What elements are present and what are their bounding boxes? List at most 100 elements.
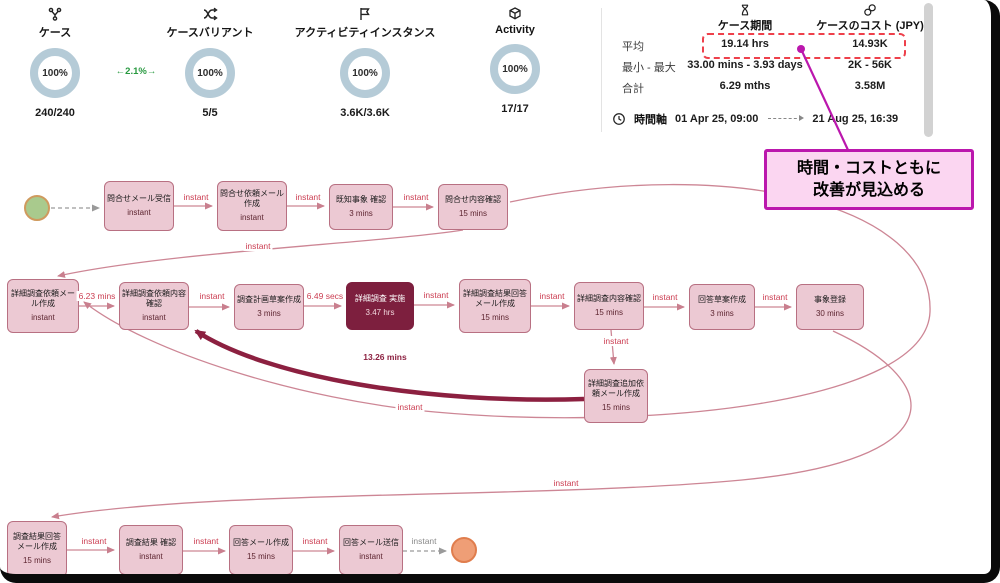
node-title: 回答草案作成	[698, 295, 746, 305]
minmax-cost: 2K - 56K	[847, 59, 893, 71]
edge-duration-label: instant	[181, 192, 211, 202]
cases-donut[interactable]: 100%	[30, 48, 80, 98]
row-label-minmax: 最小 - 最大	[622, 62, 676, 74]
node-title: 問合せ内容確認	[445, 195, 501, 205]
node-title: 既知事象 確認	[335, 195, 387, 205]
highlight-dashed-box	[702, 33, 906, 59]
node-title: 回答メール送信	[343, 538, 399, 548]
node-duration: 15 mins	[601, 402, 630, 412]
minmax-duration: 33.00 mins - 3.93 days	[687, 59, 803, 71]
node-title: 調査結果回答メール作成	[13, 531, 61, 552]
activity-instances-donut[interactable]: 100%	[340, 48, 390, 98]
node-duration: 15 mins	[246, 551, 275, 561]
donut-percent: 100%	[502, 63, 528, 75]
edge-duration-label: instant	[243, 241, 273, 251]
left-arrow-icon: ←	[115, 66, 126, 77]
node-title: 事象登録	[814, 295, 846, 305]
annotation-line1: 時間・コストともに	[796, 159, 941, 177]
edge-duration-label: instant	[401, 192, 431, 202]
total-duration: 6.29 mths	[719, 80, 771, 92]
node-title: 詳細調査追加依頼メール作成	[588, 378, 644, 399]
process-node[interactable]: 調査結果 確認 instant	[119, 525, 183, 575]
stat-label: アクティビティインスタンス	[294, 27, 436, 39]
process-node[interactable]: 詳細調査追加依頼メール作成 15 mins	[584, 369, 648, 423]
stat-variants: ケースバリアント 100% 5/5	[150, 5, 270, 119]
avg-cost: 14.93K	[852, 38, 888, 50]
node-title: 詳細調査内容確認	[577, 294, 641, 304]
stat-activity: Activity 100% 17/17	[460, 5, 570, 115]
edge-duration-label: 6.23 mins	[76, 291, 118, 301]
node-title: 問合せ依頼メール作成	[220, 188, 284, 209]
variant-delta-badge: ←2.1%→	[106, 66, 166, 77]
activity-donut[interactable]: 100%	[490, 44, 540, 94]
edge	[609, 329, 617, 365]
case-icon	[5, 5, 105, 22]
hourglass-icon	[690, 2, 800, 17]
edge-bottom-loop	[51, 330, 912, 520]
node-title: 詳細調査結果回答メール作成	[463, 288, 527, 309]
node-duration: instant	[240, 212, 264, 222]
process-node[interactable]: 調査結果回答メール作成 15 mins	[7, 521, 67, 577]
node-title: 詳細調査依頼メール作成	[11, 288, 75, 309]
stat-activity-instances: アクティビティインスタンス 100% 3.6K/3.6K	[290, 5, 440, 119]
edge-duration-label: instant	[409, 536, 439, 546]
edge-duration-label: instant	[537, 291, 567, 301]
timeline-start: 01 Apr 25, 09:00	[675, 112, 759, 125]
end-node[interactable]	[451, 537, 477, 563]
donut-percent: 100%	[352, 67, 378, 79]
edge-rework-thick	[194, 329, 585, 402]
annotation-callout: 時間・コストともに 改善が見込める	[764, 149, 974, 210]
edge-duration-label: instant	[197, 291, 227, 301]
edge-duration-label: instant	[300, 536, 330, 546]
process-node[interactable]: 回答メール作成 15 mins	[229, 525, 293, 575]
edge-duration-label: instant	[293, 192, 323, 202]
panel-scrollbar[interactable]	[924, 3, 933, 137]
annotation-line2: 改善が見込める	[812, 181, 925, 199]
duration-header-label: ケース期間	[717, 20, 773, 32]
node-title: 詳細調査依頼内容確認	[122, 288, 186, 309]
node-duration: 3.47 hrs	[365, 307, 395, 317]
stat-value: 240/240	[35, 107, 75, 119]
edge-duration-label: instant	[650, 292, 680, 302]
node-duration: instant	[139, 551, 163, 561]
node-title: 問合せメール受信	[107, 194, 171, 204]
edge-duration-label: instant	[760, 292, 790, 302]
node-title: 調査結果 確認	[125, 538, 177, 548]
process-node[interactable]: 問合せ内容確認 15 mins	[438, 184, 508, 230]
edge-duration-label: instant	[395, 402, 425, 412]
timeline-end: 21 Aug 25, 16:39	[812, 112, 899, 125]
stat-cases: ケース 100% 240/240	[5, 5, 105, 119]
timeline-arrow-icon	[768, 115, 805, 121]
edge-duration-label: instant	[551, 478, 581, 488]
variant-shuffle-icon	[150, 5, 270, 22]
variants-donut[interactable]: 100%	[185, 48, 235, 98]
avg-duration: 19.14 hrs	[721, 38, 769, 50]
edge-duration-label: instant	[601, 336, 631, 346]
node-duration: 15 mins	[458, 208, 487, 218]
donut-percent: 100%	[42, 67, 68, 79]
process-node[interactable]: 問合せ依頼メール作成 instant	[217, 181, 287, 231]
node-duration: 15 mins	[22, 555, 51, 565]
cost-header-label: ケースのコスト (JPY)	[816, 20, 924, 32]
node-title: 回答メール作成	[233, 538, 289, 548]
stats-header: ケース 100% 240/240 ←2.1%→ ケースバリアント 100% 5/…	[0, 0, 991, 140]
cost-column-header: ケースのコスト (JPY)	[805, 2, 935, 33]
row-label-average: 平均	[622, 41, 644, 53]
right-arrow-icon: →	[146, 66, 157, 77]
total-cost: 3.58M	[854, 80, 886, 92]
node-title: 調査計画草案作成	[237, 295, 301, 305]
edge-duration-label: instant	[79, 536, 109, 546]
start-node[interactable]	[24, 195, 50, 221]
timeline-row: 時間軸 01 Apr 25, 09:00 21 Aug 25, 16:39	[612, 110, 898, 127]
